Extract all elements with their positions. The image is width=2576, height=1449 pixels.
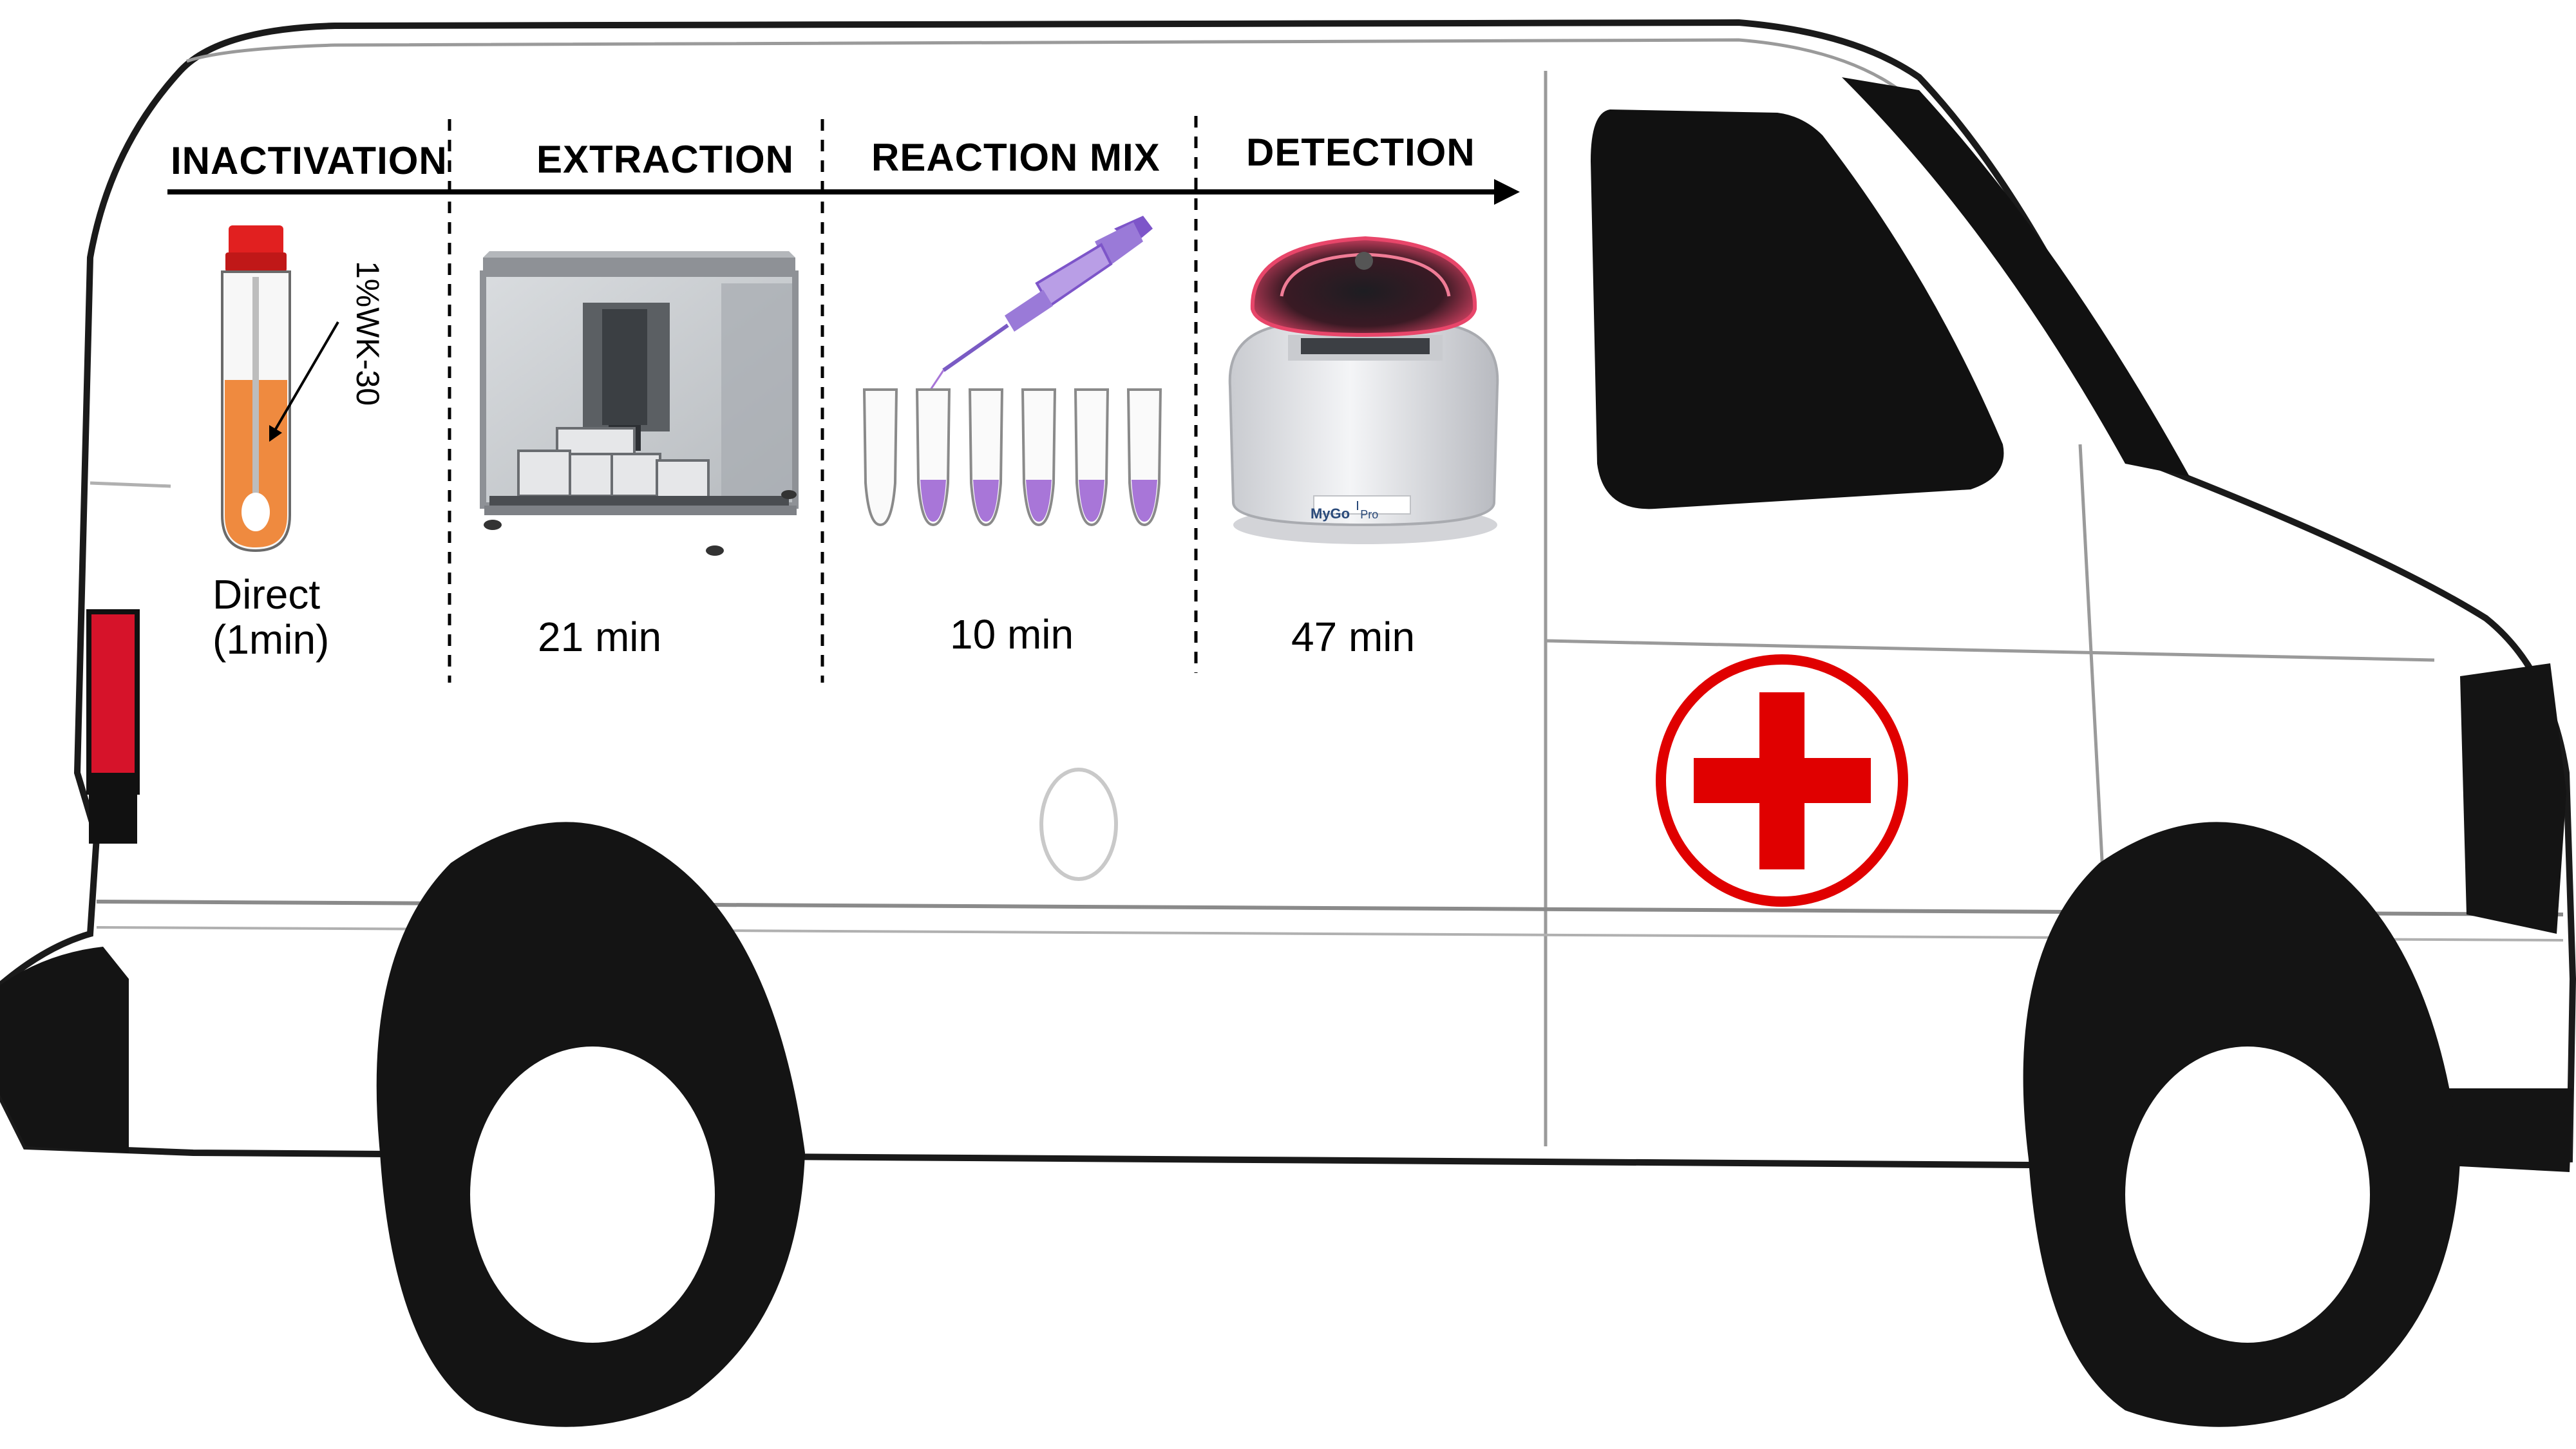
time-label-inactivation: Direct (1min) [213,572,329,663]
tail-light-base [89,773,137,844]
time-label-reaction-mix: 10 min [950,611,1074,658]
reagent-label: 1%WK-30 [349,261,386,406]
front-bumper [2447,1088,2573,1172]
van [0,23,2573,1427]
rear-hubcap [470,1046,715,1343]
time-label-detection: 47 min [1291,613,1415,661]
front-headlight [2460,663,2566,934]
stage-title-detection: DETECTION [1246,130,1475,175]
instrument-brand-name: MyGo [1311,506,1350,522]
instrument-model-name: Pro [1360,508,1378,521]
rear-bumper [0,947,129,1153]
extraction-instrument-icon [483,251,797,556]
red-cross-emblem [1661,659,1903,902]
front-hubcap [2125,1046,2370,1343]
tail-light [89,612,137,792]
time-label-extraction: 21 min [538,613,661,661]
thermocycler-icon [1230,238,1498,544]
instrument-brand: MyGo Pro [1311,506,1378,522]
stage-title-extraction: EXTRACTION [536,137,794,182]
stage-title-reaction-mix: REACTION MIX [871,135,1160,180]
stage-title-inactivation: INACTIVATION [171,138,448,183]
